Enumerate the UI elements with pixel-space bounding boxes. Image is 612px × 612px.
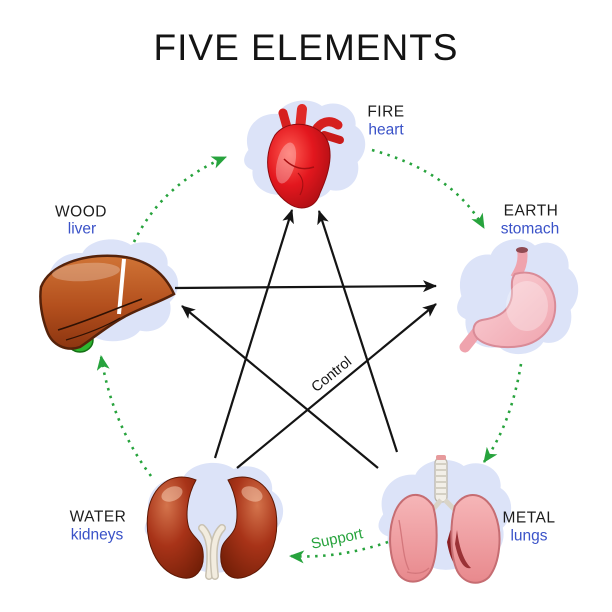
label-kidneys: kidneys xyxy=(70,526,124,544)
support-arrow-metal-to-water xyxy=(289,540,389,564)
control-arrow-wood-to-earth xyxy=(174,280,437,293)
label-liver: liver xyxy=(67,220,97,238)
heart-illustration xyxy=(267,104,344,209)
label-stomach: stomach xyxy=(500,220,560,238)
support-arrow-fire-to-earth xyxy=(371,148,486,229)
stomach-illustration xyxy=(459,247,557,353)
support-arrow-water-to-wood xyxy=(96,355,153,477)
kidneys-illustration xyxy=(146,476,278,580)
label-wood: WOOD xyxy=(55,203,107,221)
support-arrow-earth-to-metal xyxy=(482,363,523,463)
lungs-illustration xyxy=(389,455,501,584)
label-fire: FIRE xyxy=(367,103,405,121)
control-arrow-water-to-fire xyxy=(213,209,294,459)
label-heart: heart xyxy=(368,121,404,139)
control-arrow-metal-to-wood xyxy=(181,305,379,469)
liver-illustration xyxy=(39,254,176,353)
page-title: FIVE ELEMENTS xyxy=(153,27,459,68)
control-arrow-metal-to-fire xyxy=(317,210,399,453)
support-cycle-arrows xyxy=(96,148,523,564)
control-arrow-water-to-earth xyxy=(236,303,437,469)
label-water: WATER xyxy=(69,508,127,526)
control-cycle-arrows xyxy=(174,209,437,469)
label-metal: METAL xyxy=(502,509,556,527)
support-arrow-wood-to-fire xyxy=(132,155,227,243)
label-lungs: lungs xyxy=(510,527,548,545)
label-earth: EARTH xyxy=(503,202,559,220)
